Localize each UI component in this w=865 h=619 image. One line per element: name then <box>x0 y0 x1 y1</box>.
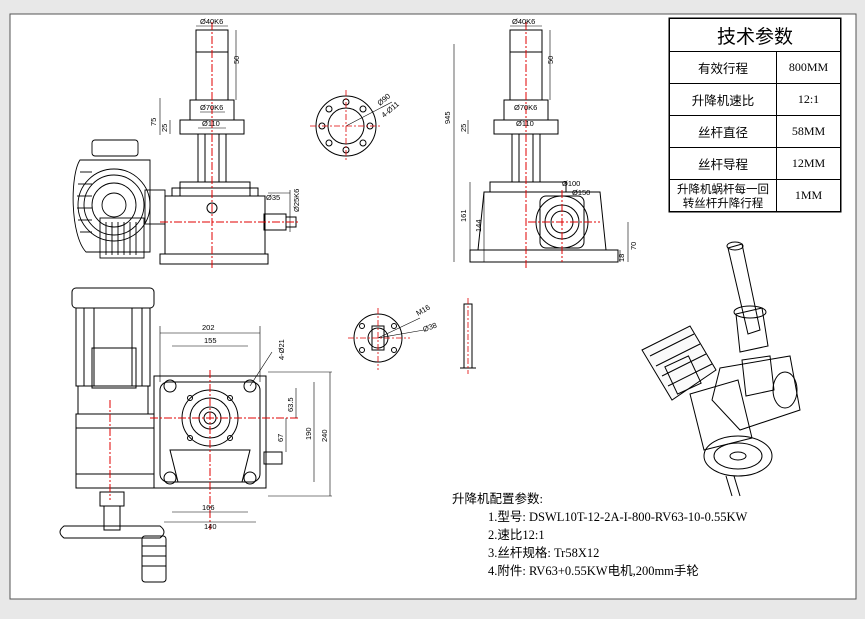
params-table: 技术参数 有效行程 800MM 升降机速比 12:1 丝杆直径 58MM 丝杆导… <box>669 18 841 212</box>
dim-side-center: 70 <box>629 242 638 250</box>
config-heading: 升降机配置参数: <box>452 492 543 506</box>
param-label: 丝杆导程 <box>669 147 777 180</box>
param-label: 有效行程 <box>669 51 777 84</box>
side-dim-text: Ø40K6 50 945 25 Ø70K6 Ø110 161 144 Ø100 … <box>443 17 638 262</box>
dim-front-flange: Ø110 <box>202 119 220 128</box>
config-item: 2.速比12:1 <box>488 528 545 542</box>
dim-side-flange: Ø110 <box>516 119 534 128</box>
dim-side-shaft: Ø40K6 <box>512 17 535 26</box>
dim-plan-w: 202 <box>202 323 215 332</box>
config-notes: 升降机配置参数: 1.型号: DSWL10T-12-2A-I-800-RV63-… <box>452 490 747 580</box>
dim-plan-b2: 140 <box>204 522 217 531</box>
param-label: 升降机速比 <box>669 83 777 116</box>
params-title: 技术参数 <box>669 18 841 52</box>
param-label: 丝杆直径 <box>669 115 777 148</box>
plan-dim-text: 202 155 4-Ø21 63.5 67 190 240 166 140 <box>202 323 329 531</box>
front-centerlines <box>160 22 300 268</box>
plan-dims <box>159 326 332 523</box>
side-centerlines <box>525 22 600 268</box>
flange-small-center <box>348 298 469 374</box>
dim-plan-h4: 240 <box>320 429 329 442</box>
dim-front-shaftlen: 50 <box>232 56 241 64</box>
dim-front-h2: 25 <box>160 124 169 132</box>
front-view <box>72 25 297 265</box>
dim-front-shaft: Ø40K6 <box>200 17 223 26</box>
config-item: 3.丝杆规格: Tr58X12 <box>488 546 600 560</box>
flange-top-center <box>310 90 382 162</box>
param-value: 800MM <box>776 51 841 84</box>
param-label: 升降机蜗杆每一回 转丝杆升降行程 <box>669 179 777 212</box>
plan-centerlines <box>109 370 300 530</box>
dim-side-bolt: Ø70K6 <box>514 103 537 112</box>
config-item: 1.型号: DSWL10T-12-2A-I-800-RV63-10-0.55KW <box>488 510 748 524</box>
dim-side-total: 945 <box>443 111 452 124</box>
dim-side-flangeh: 25 <box>459 124 468 132</box>
dim-plan-b1: 166 <box>202 503 215 512</box>
dim-front-bolt: Ø70K6 <box>200 103 223 112</box>
dim-side-shaftlen: 50 <box>546 56 555 64</box>
params-row: 升降机速比 12:1 <box>669 83 841 116</box>
dim-side-hub: Ø150 <box>572 188 590 197</box>
dim-front-h1: 75 <box>149 118 158 126</box>
config-item: 4.附件: RV63+0.55KW电机,200mm手轮 <box>488 564 699 578</box>
dim-side-body: 161 <box>459 209 468 222</box>
dim-plan-hole: 4-Ø21 <box>277 339 286 360</box>
dim-plan-h3: 190 <box>304 427 313 440</box>
params-row: 升降机蜗杆每一回 转丝杆升降行程 1MM <box>669 179 841 212</box>
side-dims <box>453 25 629 262</box>
param-label-line2: 转丝杆升降行程 <box>682 195 764 210</box>
param-value: 12MM <box>776 147 841 180</box>
params-row: 有效行程 800MM <box>669 51 841 84</box>
dim-side-base: 144 <box>474 219 483 232</box>
param-value: 1MM <box>776 179 841 212</box>
dim-side-foot: 18 <box>617 254 626 262</box>
dim-front-input: Ø35 <box>266 193 280 202</box>
dim-side-hole: Ø100 <box>562 179 580 188</box>
param-label-line1: 升降机蜗杆每一回 <box>677 181 769 196</box>
dim-plan-h1: 63.5 <box>286 397 295 412</box>
front-dim-text: Ø40K6 50 75 25 Ø70K6 Ø110 Ø35 Ø25K6 <box>149 17 301 212</box>
dim-front-inshaft: Ø25K6 <box>292 189 301 212</box>
param-value: 12:1 <box>776 83 841 116</box>
params-row: 丝杆导程 12MM <box>669 147 841 180</box>
dim-plan-h2: 67 <box>276 434 285 442</box>
isometric-view <box>641 241 801 497</box>
params-row: 丝杆直径 58MM <box>669 115 841 148</box>
param-value: 58MM <box>776 115 841 148</box>
dim-plan-inner: 155 <box>204 336 217 345</box>
